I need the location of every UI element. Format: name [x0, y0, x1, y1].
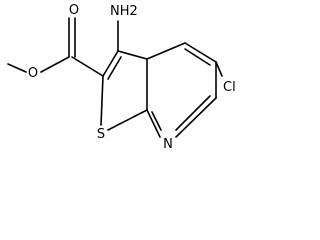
bond-c3-c3a [117, 50, 148, 60]
bond-c5-cl [215, 61, 223, 77]
bonds-layer [7, 17, 223, 138]
bond-s-c7a [107, 109, 148, 131]
bond-c2-s [100, 75, 104, 126]
amino-group-label: NH2 [110, 4, 138, 19]
pyridine-nitrogen-label: N [163, 137, 173, 152]
bond-c6-n7-inner [175, 95, 211, 131]
ester-oxygen-label: O [28, 66, 38, 81]
bond-n7-c7a-inner [151, 111, 162, 131]
bond-c2-c3 [102, 50, 119, 77]
molecule-structure: NH2 O O S N Cl [7, 3, 236, 152]
bond-c4-c5 [184, 42, 217, 63]
carbonyl-oxygen-label: O [69, 3, 79, 18]
bond-carbonyl-c2 [71, 56, 104, 77]
bond-n7-c7a [146, 109, 161, 138]
bond-oxygen-carbonyl [40, 56, 70, 73]
sulfur-label: S [97, 127, 105, 142]
bond-c6-n7 [175, 97, 217, 138]
structure-canvas: NH2 O O S N Cl [7, 3, 236, 152]
bond-c4-c5-inner [184, 48, 211, 66]
bond-c2-c3-inner [107, 56, 122, 80]
bond-methyl-oxygen [7, 63, 27, 73]
chlorine-label: Cl [223, 80, 236, 95]
bond-c3a-c4 [146, 42, 186, 60]
